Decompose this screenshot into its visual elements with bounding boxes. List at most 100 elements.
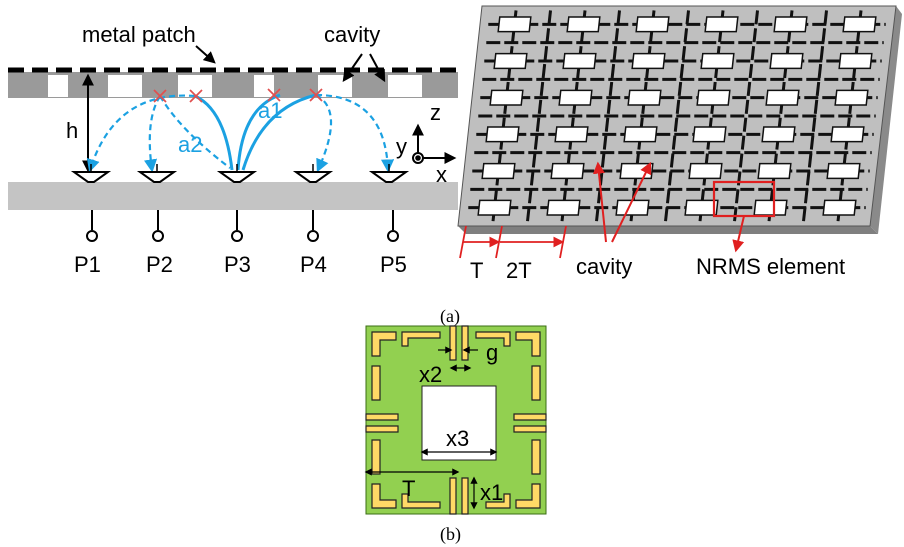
T-dimension-label: T (402, 476, 415, 501)
dashed-arcs-a2 (86, 93, 395, 173)
meander-strip (513, 425, 547, 433)
port-label-3: P3 (224, 252, 251, 277)
cavity-pointer-right-1 (593, 161, 607, 243)
meander-strip (485, 493, 511, 509)
h-label: h (66, 118, 78, 143)
cavity-cell (497, 16, 532, 33)
cavity-cell (704, 16, 739, 33)
cavity-cell (627, 89, 662, 106)
caption-a: (a) (440, 306, 460, 327)
cavity-pointer-2 (369, 53, 386, 83)
cavity-cell (692, 126, 727, 143)
cavity-cell (761, 126, 796, 143)
port-label-5: P5 (380, 252, 407, 277)
cavity-cell (619, 162, 654, 180)
cavity-label-left: cavity (324, 22, 380, 47)
cavity-cell (696, 89, 731, 106)
cavity-cell (615, 199, 650, 216)
port-label-4: P4 (300, 252, 327, 277)
feed-antenna-5 (368, 171, 410, 183)
meander-strip (475, 331, 511, 347)
g-label: g (486, 340, 498, 365)
x2-label: x2 (419, 362, 442, 387)
cavity-cell (838, 52, 873, 70)
cavity-pointer-1 (342, 53, 363, 82)
feed-antenna-1 (70, 171, 112, 183)
feed-antennas (70, 171, 410, 183)
cavity-cell (765, 89, 800, 106)
cavity-cell (477, 199, 512, 216)
metasurface-perspective: T 2T cavity NRMS element (457, 5, 902, 283)
cavity-cell (830, 126, 865, 143)
board-edge (458, 226, 878, 234)
port-connectors (86, 210, 399, 242)
meander-strip (449, 325, 457, 361)
meander-strip (365, 413, 399, 421)
feed-antenna-2 (136, 171, 178, 183)
cavity-label-right: cavity (576, 254, 632, 279)
cavity-cell (566, 16, 601, 33)
cavity-cell (493, 52, 528, 70)
cavity-cell (546, 199, 581, 216)
period-dimensions (459, 225, 567, 259)
cavity-cells (477, 16, 877, 216)
cavity-cell (842, 16, 877, 33)
meander-strip (531, 365, 541, 401)
meander-strip (461, 325, 469, 361)
cavity-cell (822, 199, 857, 216)
meander-strip (515, 483, 541, 509)
cavity-cell (834, 89, 869, 106)
port-label-2: P2 (146, 252, 173, 277)
cavity-cell (826, 162, 861, 180)
cavity-openings (48, 75, 422, 97)
caption-b: (b) (440, 524, 461, 545)
cavity-pointer-right-2 (611, 161, 652, 243)
meander-strip (365, 425, 399, 433)
meander-strip (449, 477, 457, 515)
cavity-cell (753, 199, 788, 216)
port-label-1: P1 (74, 252, 101, 277)
meander-strip (515, 331, 541, 357)
coordinate-axes (412, 123, 457, 164)
a2-label: a2 (178, 132, 202, 157)
cavity-cell (635, 16, 670, 33)
meander-strip (371, 331, 397, 357)
axis-x-label: x (436, 162, 447, 187)
x3-label: x3 (446, 426, 469, 451)
meander-strip (401, 331, 441, 347)
feed-antenna-4 (292, 171, 334, 183)
solid-arcs-a1 (194, 93, 317, 171)
ground-plane (8, 182, 458, 210)
cavity-cell (757, 162, 792, 180)
meander-strip (531, 439, 541, 475)
cavity-cell (623, 126, 658, 143)
cavity-cell (700, 52, 735, 70)
board-side (870, 6, 902, 234)
cavity-cell (481, 162, 516, 180)
meander-strip (371, 483, 397, 509)
cavity-cell (554, 126, 589, 143)
cavity-cell (485, 126, 520, 143)
cavity-cell (688, 162, 723, 180)
a1-label: a1 (258, 98, 282, 123)
x1-label: x1 (480, 480, 503, 505)
central-cavity (421, 385, 497, 461)
axis-y-label: y (396, 134, 407, 159)
unit-cell-dimensions (364, 346, 498, 510)
axis-z-label: z (430, 100, 441, 125)
T-label: T (470, 258, 483, 283)
cavity-cell (631, 52, 666, 70)
metal-patch-pointer (195, 45, 216, 64)
nrms-pointer (732, 215, 745, 253)
feed-antenna-3 (216, 171, 258, 183)
meander-strip (371, 439, 381, 475)
meander-strip (461, 477, 469, 515)
metal-patch-label: metal patch (82, 22, 196, 47)
cavity-cell (773, 16, 808, 33)
unit-cell-diagram: g x2 x3 T x1 (364, 325, 547, 515)
cross-grid-lines (468, 10, 886, 222)
cavity-cell (489, 89, 524, 106)
cavity-cell (769, 52, 804, 70)
cavity-cell (562, 52, 597, 70)
